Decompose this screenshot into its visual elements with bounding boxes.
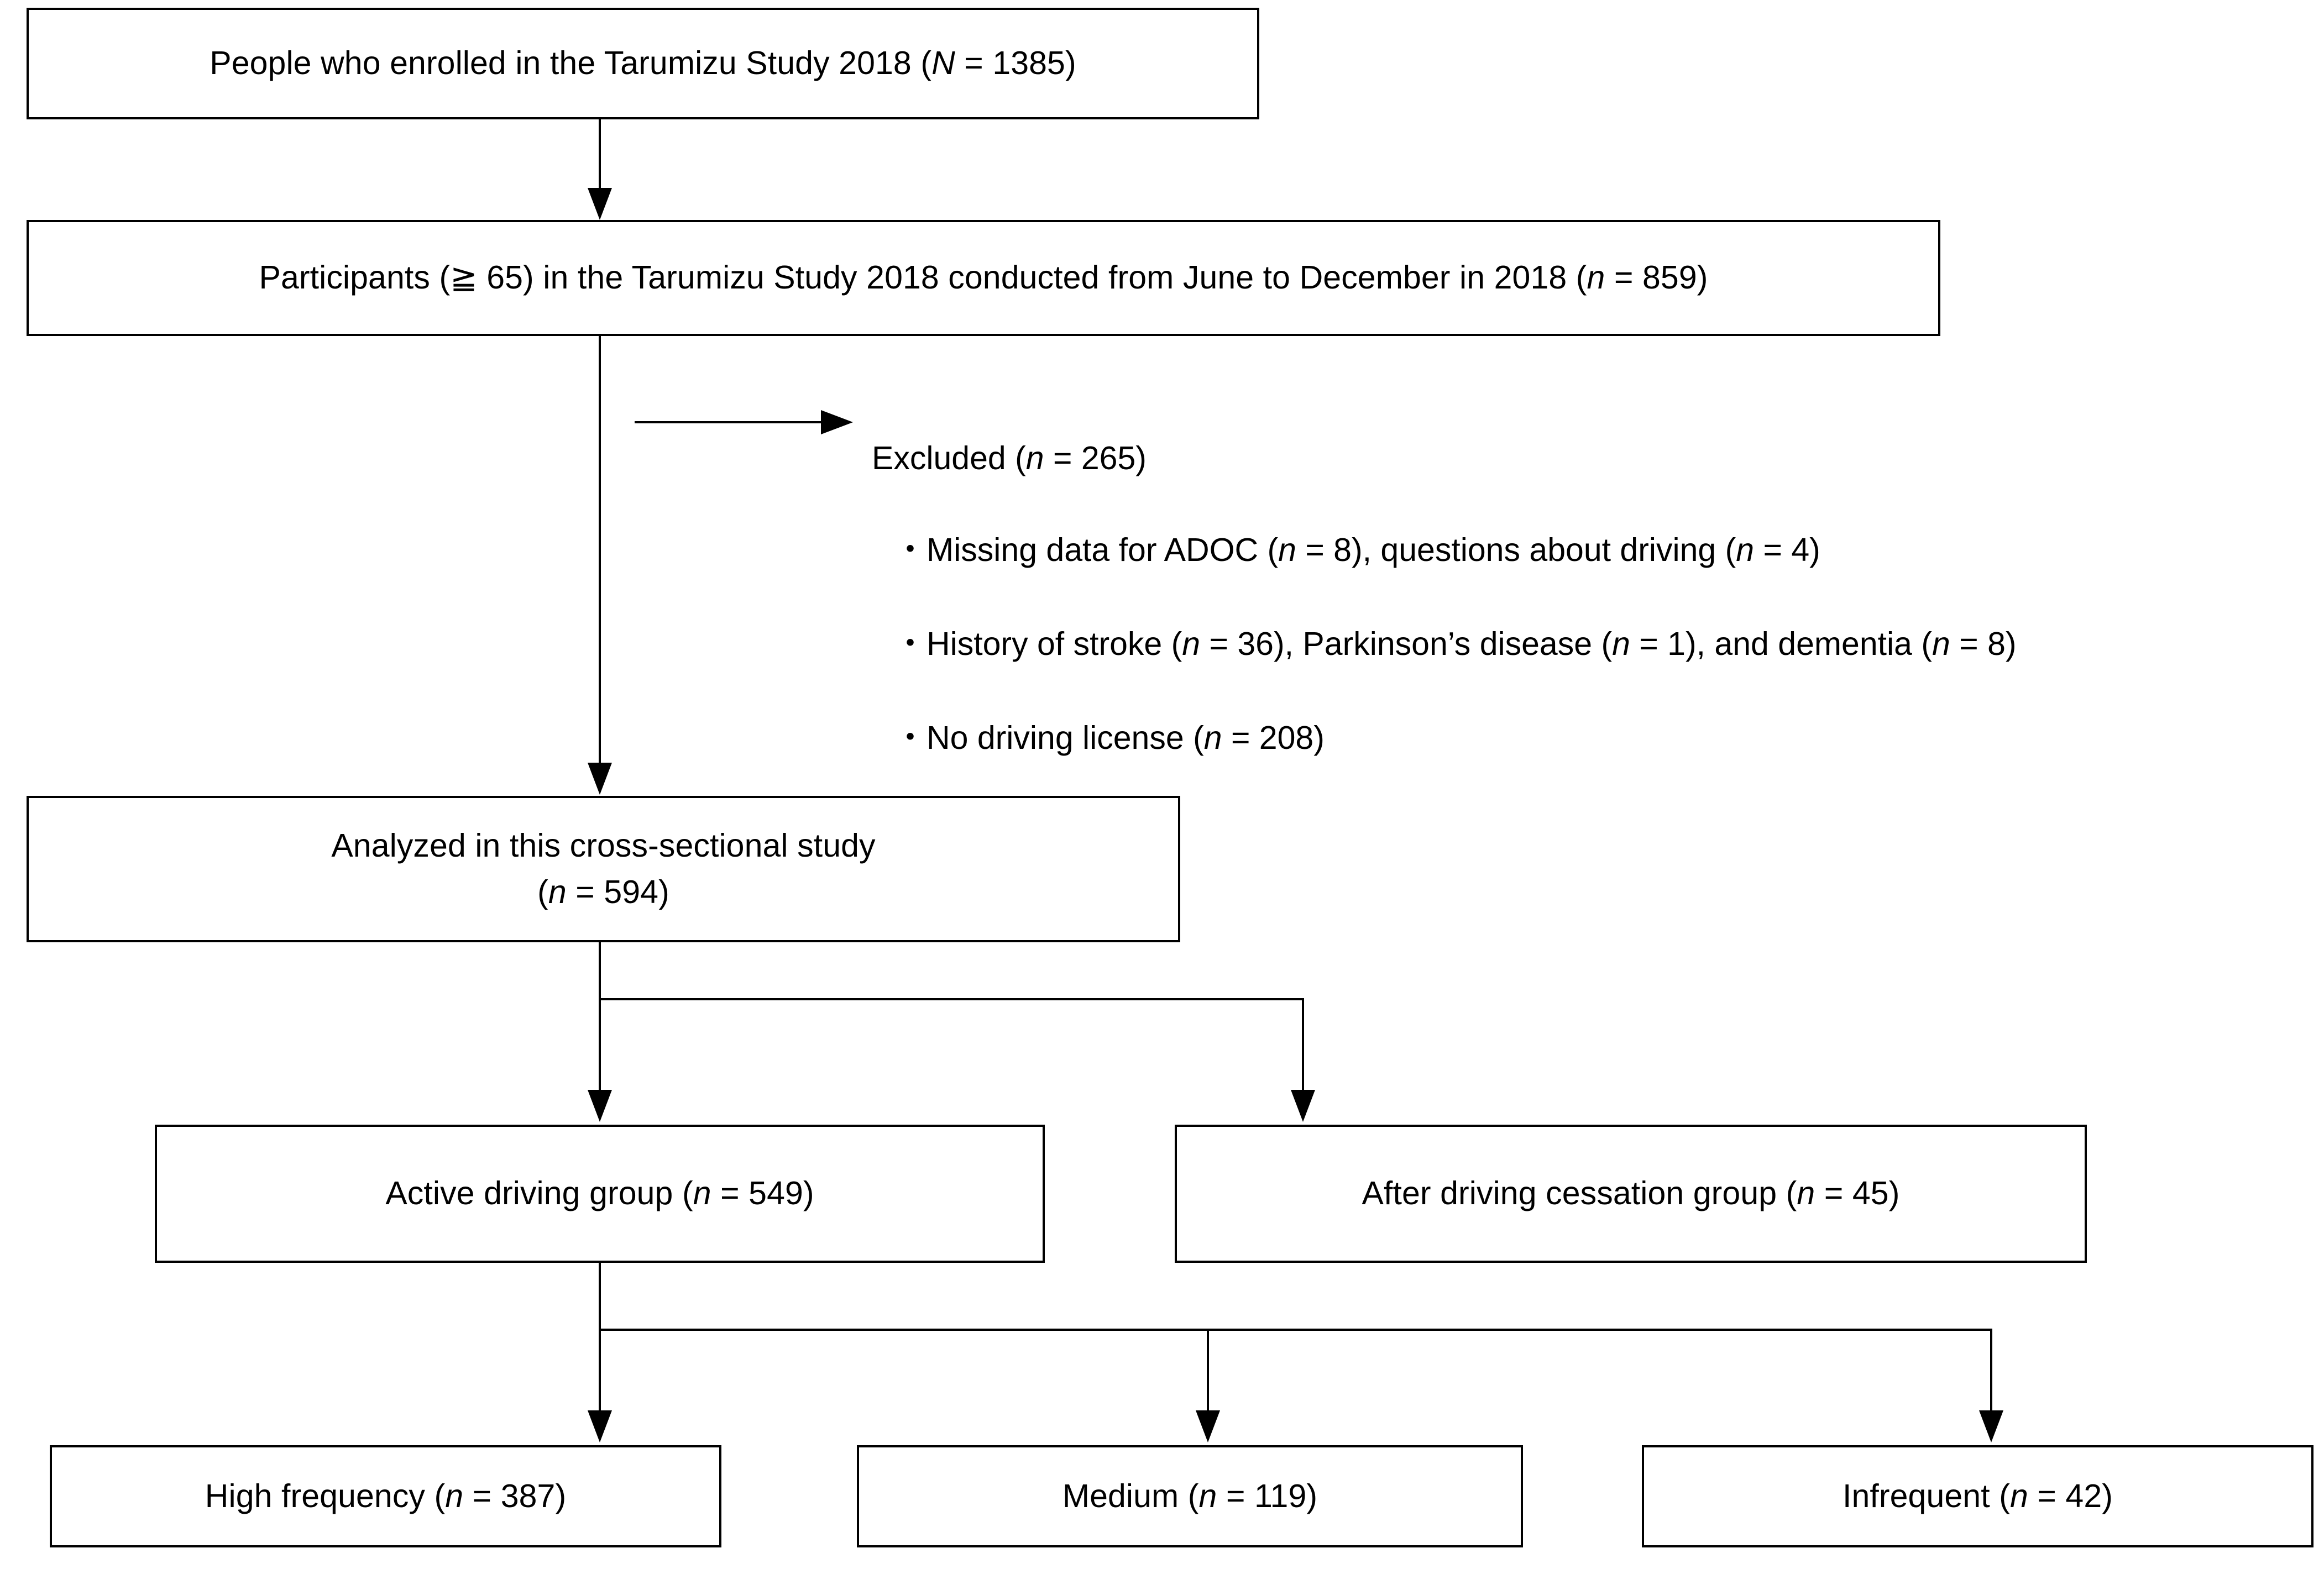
node-after-cessation-group: After driving cessation group (n = 45) bbox=[1175, 1125, 2087, 1263]
italic-var-n: n bbox=[1025, 440, 1044, 476]
node-medium-label: Medium (n = 119) bbox=[1062, 1477, 1318, 1514]
arrowhead-excluded bbox=[821, 410, 853, 434]
italic-var-n: n bbox=[1932, 626, 1950, 662]
node-after-cessation-group-label: After driving cessation group (n = 45) bbox=[1362, 1175, 1900, 1212]
connector-to-medium bbox=[1207, 1329, 1209, 1413]
node-infrequent-label: Infrequent (n = 42) bbox=[1843, 1477, 2113, 1514]
italic-var-n: n bbox=[1797, 1175, 1815, 1212]
connector-analyzed-split-bar bbox=[599, 998, 1304, 1000]
italic-var-n: n bbox=[548, 873, 567, 910]
excluded-reason-item: ・No driving license (n = 208) bbox=[894, 720, 1325, 756]
italic-var-n: n bbox=[1612, 626, 1630, 662]
arrowhead-analyzed-to-cessation bbox=[1291, 1090, 1315, 1122]
bullet-icon: ・ bbox=[894, 532, 927, 568]
excluded-reason-item: ・Missing data for ADOC (n = 8), question… bbox=[894, 532, 1820, 568]
excluded-heading: Excluded (n = 265) bbox=[872, 440, 1147, 476]
connector-excluded bbox=[635, 421, 823, 423]
bullet-icon: ・ bbox=[894, 720, 927, 756]
italic-var-n: n bbox=[1198, 1477, 1217, 1514]
node-analyzed-label: Analyzed in this cross-sectional study (… bbox=[317, 823, 889, 916]
italic-var-n: n bbox=[1736, 532, 1755, 568]
node-analyzed: Analyzed in this cross-sectional study (… bbox=[27, 796, 1180, 942]
excluded-reason-item: ・History of stroke (n = 36), Parkinson’s… bbox=[894, 626, 2017, 662]
italic-var-N: N bbox=[931, 45, 955, 82]
node-medium: Medium (n = 119) bbox=[857, 1445, 1523, 1547]
italic-var-n: n bbox=[693, 1175, 711, 1212]
node-active-driving-group-label: Active driving group (n = 549) bbox=[385, 1175, 814, 1212]
arrowhead-participants-to-analyzed bbox=[588, 763, 612, 795]
arrowhead-enrolled-to-participants bbox=[588, 188, 612, 220]
connector-frequency-split-bar bbox=[599, 1329, 1992, 1331]
arrowhead-to-infrequent bbox=[1979, 1410, 2003, 1442]
node-participants-label: Participants (≧ 65) in the Tarumizu Stud… bbox=[259, 259, 1708, 296]
connector-analyzed-stem bbox=[599, 942, 601, 1092]
node-enrolled: People who enrolled in the Tarumizu Stud… bbox=[27, 8, 1259, 119]
connector-active-stem bbox=[599, 1263, 601, 1412]
connector-analyzed-to-cessation bbox=[1302, 998, 1304, 1092]
bullet-icon: ・ bbox=[894, 626, 927, 662]
arrowhead-analyzed-to-active bbox=[588, 1090, 612, 1122]
node-enrolled-label: People who enrolled in the Tarumizu Stud… bbox=[210, 45, 1076, 82]
italic-var-n: n bbox=[1182, 626, 1201, 662]
node-active-driving-group: Active driving group (n = 549) bbox=[155, 1125, 1045, 1263]
node-analyzed-line1: Analyzed in this cross-sectional study bbox=[331, 827, 876, 864]
connector-to-infrequent bbox=[1990, 1329, 1992, 1413]
node-analyzed-line2: (n = 594) bbox=[537, 873, 669, 910]
italic-var-n: n bbox=[1587, 259, 1605, 296]
arrowhead-to-medium bbox=[1196, 1410, 1220, 1442]
italic-var-n: n bbox=[2009, 1477, 2028, 1514]
node-high-frequency-label: High frequency (n = 387) bbox=[205, 1477, 567, 1514]
connector-enrolled-to-participants bbox=[599, 119, 601, 191]
node-high-frequency: High frequency (n = 387) bbox=[50, 1445, 721, 1547]
italic-var-n: n bbox=[1278, 532, 1296, 568]
arrowhead-to-high-frequency bbox=[588, 1410, 612, 1442]
node-infrequent: Infrequent (n = 42) bbox=[1642, 1445, 2313, 1547]
italic-var-n: n bbox=[1203, 720, 1222, 756]
italic-var-n: n bbox=[445, 1477, 464, 1514]
connector-participants-to-analyzed bbox=[599, 336, 601, 765]
node-participants: Participants (≧ 65) in the Tarumizu Stud… bbox=[27, 220, 1940, 336]
